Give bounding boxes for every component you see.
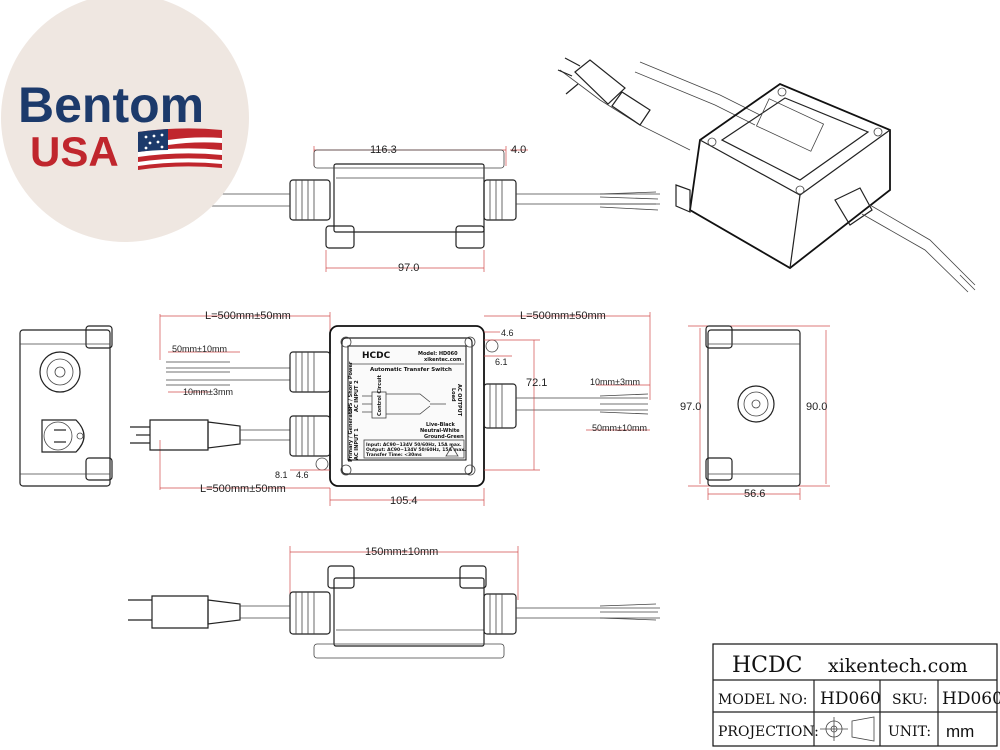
top-base-dim: 97.0 (398, 262, 419, 274)
brand-country: USA (30, 128, 119, 175)
title-block: HCDC xikentech.com MODEL NO: HD060 SKU: … (712, 643, 1000, 747)
label-input1-sub: Primary / Generator (348, 405, 354, 462)
hole-dim-b: 6.1 (495, 357, 508, 367)
label-input2: AC INPUT 2 (354, 380, 360, 412)
tb-unit-value: mm (946, 722, 974, 741)
front-body-width-dim: 105.4 (390, 495, 418, 507)
tb-projection-label: PROJECTION: (718, 724, 819, 740)
side-height-outer-dim: 97.0 (680, 401, 701, 413)
label-website: xikentec.com (424, 357, 461, 363)
hole-dim-c: 8.1 (275, 470, 288, 480)
label-wiring-2: Ground-Green (424, 434, 464, 440)
hole-dim-d: 4.6 (296, 470, 309, 480)
label-spec-2: Transfer Time: <30ms (366, 452, 422, 458)
cable-right-dim: L=500mm±50mm (520, 310, 606, 322)
gland-left-bottom (289, 415, 331, 457)
label-control: Control Circuit (377, 375, 383, 416)
label-brand: HCDC (362, 351, 391, 361)
tb-sku-value: HD060 (942, 689, 1000, 709)
top-view: 116.3 4.0 97.0 (200, 144, 660, 274)
cable-left-top-dim: L=500mm±50mm (205, 310, 291, 322)
side-depth-dim: 56.6 (744, 488, 765, 500)
isometric-view (557, 57, 976, 293)
bottom-length-dim: 150mm±10mm (365, 546, 438, 558)
hole-dim-a: 4.6 (501, 328, 514, 338)
tb-model-value: HD060 (820, 689, 881, 709)
side-height-inner-dim: 90.0 (806, 401, 827, 413)
tb-sku-label: SKU: (892, 692, 928, 708)
strip-inner-left-dim: 10mm±3mm (183, 387, 233, 397)
label-input1: AC INPUT 1 (354, 428, 360, 460)
label-spec-0: Input: AC90~134V 50/60Hz, 15A max. (366, 442, 462, 448)
left-end-view (19, 325, 113, 487)
projection-symbol (820, 716, 875, 742)
front-view: L=500mm±50mm L=500mm±50mm L=500mm±50mm 5… (130, 310, 651, 507)
label-output-sub: Load (450, 388, 456, 402)
top-flange-dim: 4.0 (511, 144, 526, 156)
tb-unit-label: UNIT: (888, 724, 931, 740)
cable-left-bottom-dim: L=500mm±50mm (200, 483, 286, 495)
tb-brand: HCDC (732, 653, 803, 678)
strip-inner-right-dim: 10mm±3mm (590, 377, 640, 387)
gland-right (483, 383, 517, 429)
front-height-dim: 72.1 (526, 377, 547, 389)
strip-outer-right-dim: 50mm±10mm (592, 423, 647, 433)
flag-icon (138, 128, 222, 170)
label-model: Model: HD060 (418, 351, 458, 357)
right-side-view: 97.0 90.0 56.6 (680, 325, 830, 500)
strip-outer-left-dim: 50mm±10mm (172, 344, 227, 354)
label-wiring-0: Live-Black (426, 422, 455, 428)
label-output: AC OUTPUT (456, 384, 462, 417)
label-wiring-1: Neutral-White (420, 428, 460, 434)
label-title: Automatic Transfer Switch (370, 367, 452, 373)
tb-website: xikentech.com (828, 655, 968, 677)
brand-name: Bentom (18, 77, 204, 133)
label-spec-1: Output: AC90~134V 50/60Hz, 15A max. (366, 447, 466, 453)
brand-badge: Bentom USA (1, 0, 249, 242)
label-input2-sub: UPS / Shore Power (348, 361, 354, 414)
tb-model-label: MODEL NO: (718, 692, 807, 708)
gland-left-top (289, 351, 331, 393)
product-label: HCDC Model: HD060 xikentec.com Automatic… (347, 345, 467, 462)
bottom-view: 150mm±10mm (128, 546, 660, 659)
